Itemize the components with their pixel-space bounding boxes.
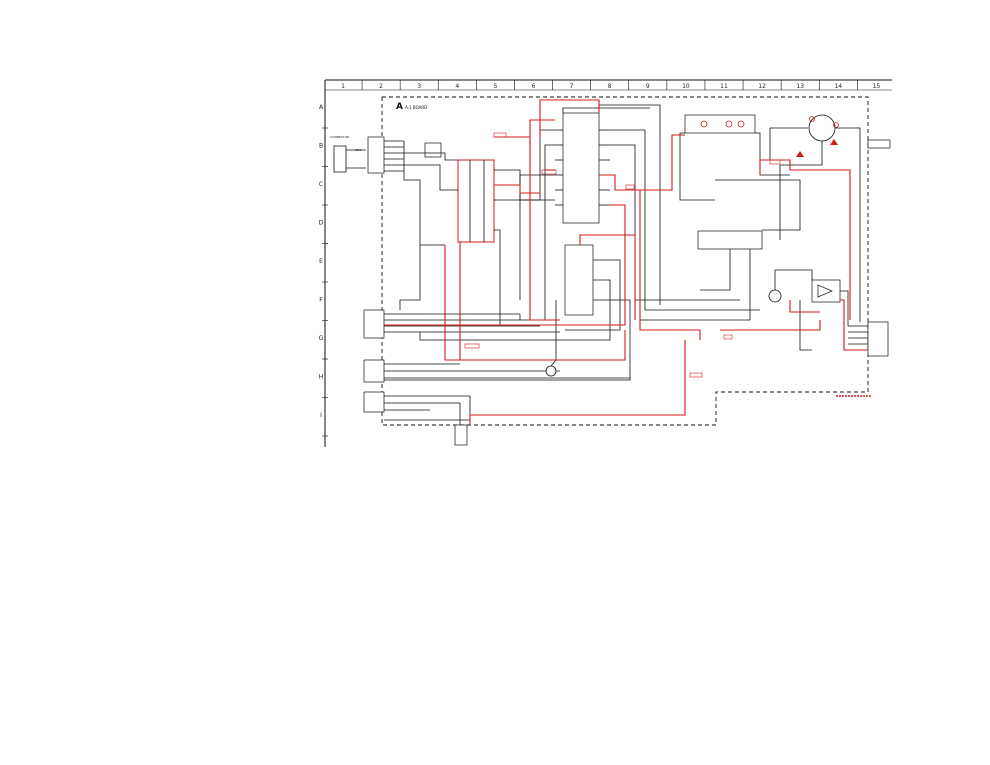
black-wires [384, 104, 861, 425]
connector-label: CN1 [355, 148, 361, 152]
row-labels: A B C D E F G H I [319, 104, 328, 437]
column-label: 5 [493, 83, 497, 90]
row-label: I [320, 412, 322, 419]
column-label: 9 [646, 83, 650, 90]
connector-sub-label: CONNECTOR [330, 135, 349, 139]
transistor-f12 [768, 289, 782, 303]
input-connector: CN1 CONNECTOR [330, 135, 366, 173]
ic-rotary-b13 [796, 114, 839, 157]
column-label: 1 [341, 83, 345, 90]
row-label: H [319, 374, 324, 381]
column-label: 11 [720, 83, 728, 90]
connector-block-b [367, 136, 404, 174]
column-label: 4 [455, 83, 459, 90]
board-marker-text: A-1 BOARD [405, 105, 427, 110]
row-label: D [319, 220, 324, 227]
output-connector [848, 321, 889, 357]
column-label: 6 [532, 83, 536, 90]
column-label: 15 [873, 83, 881, 90]
row-label: F [319, 297, 323, 304]
connector-block-g [363, 309, 560, 339]
row-label: A [319, 104, 324, 111]
row-label: E [319, 258, 323, 265]
ic-e11 [697, 230, 763, 250]
connector-block-i [363, 391, 470, 446]
red-signal-wires [384, 99, 868, 425]
row-label: G [319, 335, 324, 342]
column-label: 2 [379, 83, 383, 90]
board-marker-letter: A [396, 102, 403, 112]
component-markings [464, 132, 872, 397]
ic-main-78 [555, 112, 610, 224]
ic-small-b4 [424, 142, 442, 158]
column-label: 8 [608, 83, 612, 90]
board-marker: A A-1 BOARD [396, 102, 427, 112]
row-label: C [319, 181, 323, 188]
connector-block-h [363, 359, 630, 383]
output-connector-top [867, 139, 891, 149]
grid-frame [324, 79, 892, 447]
transistor-h6 [545, 365, 557, 377]
column-label: 12 [758, 83, 766, 90]
column-label: 14 [834, 83, 842, 90]
column-label: 13 [796, 83, 804, 90]
board-outline [381, 96, 869, 426]
ic-f14 [811, 279, 841, 303]
ic-b10 [684, 114, 756, 134]
column-label: 3 [417, 83, 421, 90]
ic-ef-78 [564, 244, 594, 316]
column-label: 10 [682, 83, 690, 90]
column-label: 7 [570, 83, 574, 90]
ic-cd45 [457, 159, 495, 243]
row-label: B [319, 143, 323, 150]
